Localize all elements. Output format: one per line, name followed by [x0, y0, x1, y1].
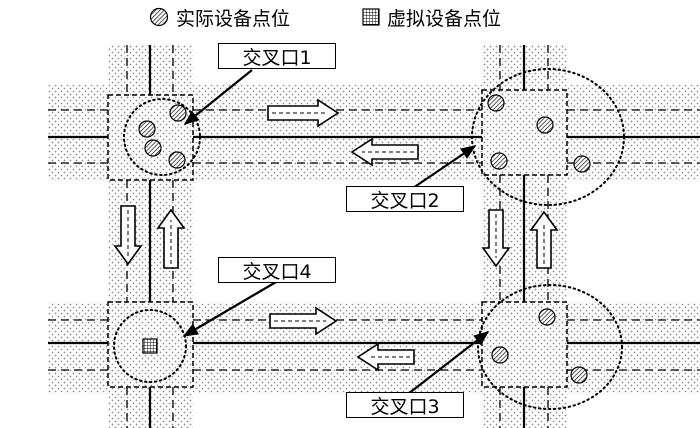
actual-device [536, 116, 554, 134]
callout-label: 交叉口4 [242, 260, 312, 283]
legend-actual-label: 实际设备点位 [176, 7, 291, 30]
actual-device [573, 155, 591, 173]
actual-device [491, 346, 509, 364]
callout-intersection-1: 交叉口1 [218, 43, 336, 69]
callout-intersection-3: 交叉口3 [346, 392, 464, 418]
coverage-range-1 [123, 98, 201, 176]
coverage-ranges [113, 68, 625, 410]
intersection-boxes [107, 89, 568, 388]
actual-device [570, 366, 588, 384]
actual-devices [138, 94, 591, 384]
callout-intersection-2: 交叉口2 [346, 186, 464, 212]
legend-virtual-swatch [362, 8, 380, 26]
actual-device [538, 308, 556, 326]
callout-intersection-4: 交叉口4 [218, 257, 336, 283]
coverage-range-4 [113, 309, 187, 383]
leader-line-4 [182, 281, 277, 337]
actual-device [487, 94, 505, 112]
actual-device [144, 139, 162, 157]
legend-virtual-label: 虚拟设备点位 [387, 7, 502, 30]
lane-lines [48, 45, 700, 428]
legend-virtual: 虚拟设备点位 [387, 4, 501, 30]
callout-label: 交叉口1 [242, 46, 312, 69]
actual-device [138, 120, 156, 138]
coverage-range-3 [477, 284, 623, 410]
actual-device [169, 104, 187, 122]
road-centerlines [48, 45, 700, 428]
leader-lines [182, 69, 490, 395]
leader-line-1 [183, 69, 253, 125]
actual-device [168, 151, 186, 169]
virtual-device [142, 338, 158, 354]
callout-label: 交叉口2 [370, 189, 440, 212]
leader-line-3 [407, 331, 490, 395]
leader-line-2 [409, 145, 477, 191]
legend-actual: 实际设备点位 [176, 4, 290, 30]
callout-label: 交叉口3 [370, 395, 440, 418]
flow-arrow-inner-dashes [127, 112, 545, 358]
coverage-range-2 [471, 68, 625, 206]
actual-device [490, 152, 508, 170]
legend-actual-swatch [149, 7, 169, 27]
